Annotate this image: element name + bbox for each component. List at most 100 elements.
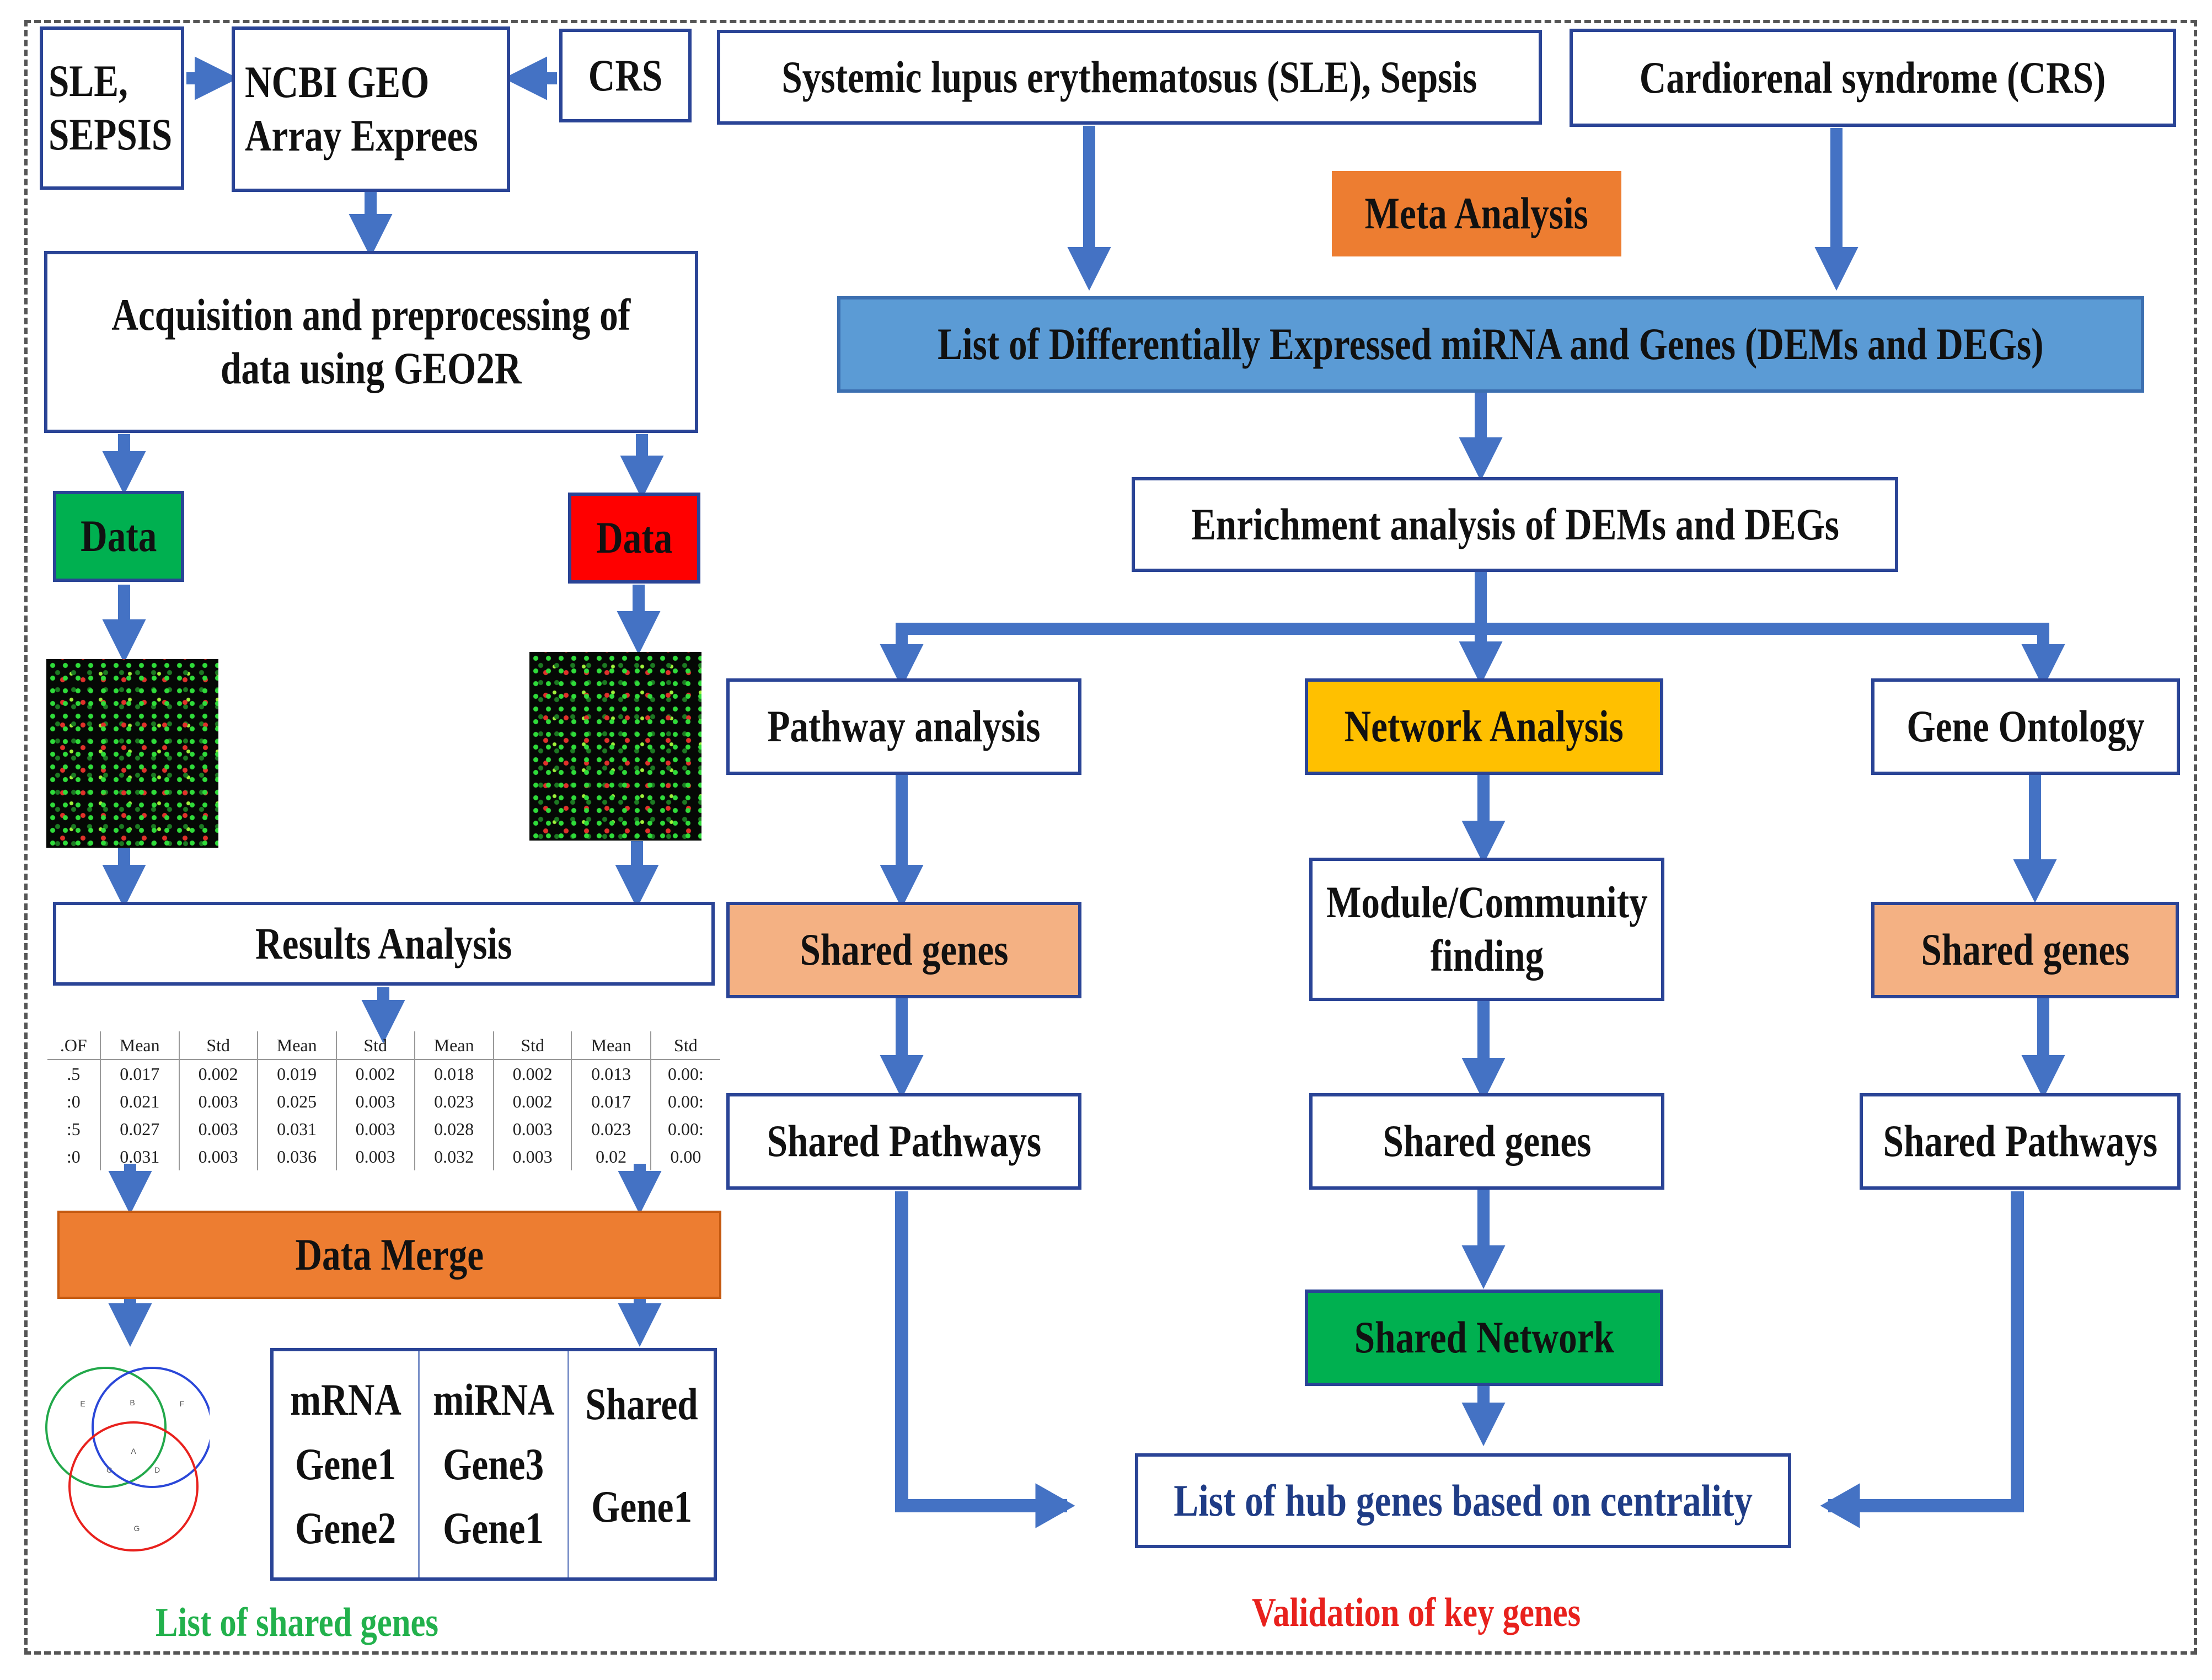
stats-header-cell: Std	[492, 1031, 572, 1060]
crs-disease-box: Cardiorenal syndrome (CRS)	[1570, 29, 2176, 127]
arrow-ontology-to-hub	[1820, 1191, 2024, 1528]
pathway-shared-genes-box: Shared genes	[726, 902, 1081, 998]
venn-label: F	[180, 1399, 185, 1408]
stats-cell: 0.023	[414, 1088, 494, 1115]
shared-column: Shared Gene1	[567, 1351, 714, 1577]
ncbi-geo-box: NCBI GEO Array Exprees	[232, 26, 510, 192]
stats-header-cell: Mean	[256, 1031, 336, 1060]
stats-cell: 0.036	[256, 1143, 336, 1170]
stats-cell: 0.032	[414, 1143, 494, 1170]
stats-cell: :5	[66, 1119, 81, 1139]
shared-network-label: Shared Network	[1354, 1312, 1614, 1363]
mrna-gene: Gene2	[295, 1503, 397, 1554]
pathway-shared-pathways-label: Shared Pathways	[767, 1116, 1041, 1167]
mrna-header: mRNA	[290, 1374, 401, 1425]
validation-caption: Validation of key genes	[1252, 1590, 1581, 1635]
shared-network-box: Shared Network	[1305, 1290, 1663, 1386]
hub-genes-box: List of hub genes based on centrality	[1135, 1453, 1791, 1548]
data-green-box: Data	[53, 491, 184, 582]
stats-cell: :0	[66, 1146, 81, 1167]
shared-header: Shared	[585, 1379, 698, 1429]
stats-cell: 0.002	[492, 1060, 572, 1088]
hub-genes-label: List of hub genes based on centrality	[1174, 1475, 1753, 1526]
stats-header-cell: Mean	[99, 1031, 179, 1060]
deg-list-box: List of Differentially Expressed miRNA a…	[837, 296, 2144, 393]
gene-ontology-box: Gene Ontology	[1871, 678, 2180, 775]
microarray-image-right	[529, 652, 701, 841]
mirna-gene: Gene3	[443, 1438, 544, 1489]
network-analysis-box: Network Analysis	[1305, 678, 1663, 775]
sle-sepsis-disease-box: Systemic lupus erythematosus (SLE), Seps…	[717, 30, 1542, 125]
stats-cell: 0.019	[256, 1060, 336, 1088]
stats-cell: 0.018	[414, 1060, 494, 1088]
venn-label: E	[80, 1399, 85, 1408]
enrichment-branch-bar	[896, 623, 2049, 669]
deg-list-label: List of Differentially Expressed miRNA a…	[938, 319, 2044, 370]
acquisition-box: Acquisition and preprocessing of data us…	[44, 251, 698, 433]
stats-header-cell: Mean	[571, 1031, 651, 1060]
gene-ontology-label: Gene Ontology	[1906, 701, 2145, 752]
dashed-frame	[24, 20, 2197, 1655]
pathway-shared-genes-label: Shared genes	[800, 924, 1008, 975]
mirna-header: miRNA	[432, 1374, 555, 1425]
stats-cell: 0.023	[571, 1115, 651, 1143]
stats-cell: 0.031	[256, 1115, 336, 1143]
stats-cell: 0.00:	[650, 1060, 720, 1088]
ontology-shared-genes-label: Shared genes	[1921, 924, 2129, 975]
ontology-shared-pathways-label: Shared Pathways	[1883, 1116, 2157, 1167]
stats-cell: 0.028	[414, 1115, 494, 1143]
stats-cell: 0.00	[650, 1143, 720, 1170]
stats-header-cell: Std	[650, 1031, 720, 1060]
stats-cell: 0.003	[178, 1143, 258, 1170]
sle-sepsis-source-box: SLE, SEPSIS	[40, 26, 184, 190]
shared-genes-caption: List of shared genes	[156, 1600, 438, 1645]
stats-cell: 0.027	[99, 1115, 179, 1143]
venn-label: G	[134, 1524, 140, 1533]
venn-circle-red	[68, 1421, 199, 1551]
stats-header-cell: Mean	[414, 1031, 494, 1060]
enrichment-box: Enrichment analysis of DEMs and DEGs	[1132, 477, 1898, 572]
data-merge-box: Data Merge	[57, 1211, 721, 1299]
microarray-image-left	[46, 659, 218, 848]
ncbi-geo-label: NCBI GEO Array Exprees	[245, 57, 478, 160]
stats-cell: 0.02	[571, 1143, 651, 1170]
stats-cell: 0.003	[335, 1115, 415, 1143]
stats-cell: 0.017	[99, 1060, 179, 1088]
results-analysis-label: Results Analysis	[255, 918, 512, 969]
pathway-analysis-label: Pathway analysis	[767, 701, 1041, 752]
stats-cell: .5	[67, 1063, 81, 1084]
stats-cell: 0.003	[335, 1088, 415, 1115]
data-red-label: Data	[596, 512, 673, 563]
stats-cell: 0.003	[492, 1115, 572, 1143]
stats-cell: 0.002	[178, 1060, 258, 1088]
module-finding-label: Module/Community finding	[1326, 877, 1648, 981]
stats-cell: 0.025	[256, 1088, 336, 1115]
stats-cell: 0.003	[492, 1143, 572, 1170]
crs-source-label: CRS	[588, 50, 663, 100]
venn-circle-green	[45, 1367, 167, 1488]
network-shared-genes-label: Shared genes	[1383, 1116, 1591, 1167]
data-green-label: Data	[80, 511, 157, 561]
pathway-shared-pathways-box: Shared Pathways	[726, 1093, 1081, 1190]
stats-cell: 0.013	[571, 1060, 651, 1088]
meta-analysis-label: Meta Analysis	[1364, 188, 1589, 239]
venn-label: C	[106, 1465, 112, 1474]
pathway-analysis-box: Pathway analysis	[726, 678, 1081, 775]
mirna-column: miRNA Gene3 Gene1	[417, 1351, 568, 1577]
stats-cell: 0.002	[492, 1088, 572, 1115]
stats-cell: 0.021	[99, 1088, 179, 1115]
results-analysis-box: Results Analysis	[53, 902, 715, 986]
venn-label: D	[154, 1465, 160, 1474]
meta-analysis-box: Meta Analysis	[1332, 171, 1621, 256]
sle-sepsis-disease-label: Systemic lupus erythematosus (SLE), Seps…	[781, 51, 1477, 102]
shared-gene: Gene1	[591, 1481, 692, 1532]
stats-cell: 0.003	[178, 1088, 258, 1115]
stats-header-cell: Std	[335, 1031, 415, 1060]
data-red-box: Data	[568, 493, 700, 584]
sle-sepsis-label: SLE, SEPSIS	[49, 56, 173, 159]
acquisition-label: Acquisition and preprocessing of data us…	[111, 290, 631, 393]
